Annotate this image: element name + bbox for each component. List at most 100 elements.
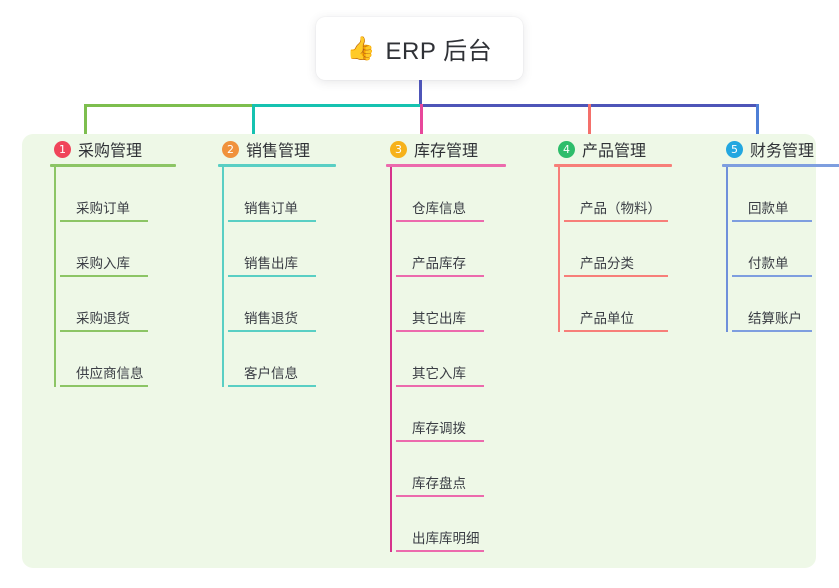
list-item-underline bbox=[396, 330, 484, 332]
list-item-label: 其它入库 bbox=[412, 366, 466, 381]
list-item[interactable]: 其它入库 bbox=[390, 332, 542, 387]
column-underline-sales bbox=[218, 164, 336, 167]
column-spine-finance bbox=[726, 167, 728, 332]
list-item-underline bbox=[396, 550, 484, 552]
list-item[interactable]: 产品（物料） bbox=[558, 167, 710, 222]
root-node-card[interactable]: 👍 ERP 后台 bbox=[316, 17, 523, 80]
list-item[interactable]: 产品分类 bbox=[558, 222, 710, 277]
column-spine-sales bbox=[222, 167, 224, 387]
list-item-label: 采购退货 bbox=[76, 311, 130, 326]
list-item-label: 采购入库 bbox=[76, 256, 130, 271]
column-title-product: 产品管理 bbox=[582, 143, 647, 160]
list-item-underline bbox=[396, 385, 484, 387]
list-item[interactable]: 销售退货 bbox=[222, 277, 374, 332]
list-item[interactable]: 采购退货 bbox=[54, 277, 206, 332]
column-underline-inventory bbox=[386, 164, 506, 167]
list-item-underline bbox=[564, 330, 668, 332]
list-item-label: 库存调拨 bbox=[412, 421, 466, 436]
column-spine-product bbox=[558, 167, 560, 332]
list-item-underline bbox=[396, 275, 484, 277]
column-header-purchase[interactable]: 1 采购管理 bbox=[38, 134, 206, 164]
column-spine-inventory bbox=[390, 167, 392, 552]
list-item[interactable]: 供应商信息 bbox=[54, 332, 206, 387]
connector-root-stem bbox=[419, 80, 422, 106]
list-item[interactable]: 产品单位 bbox=[558, 277, 710, 332]
list-item[interactable]: 仓库信息 bbox=[390, 167, 542, 222]
list-item-label: 销售订单 bbox=[244, 201, 298, 216]
column-items-purchase: 采购订单采购入库采购退货供应商信息 bbox=[38, 167, 206, 387]
column-spine-purchase bbox=[54, 167, 56, 387]
list-item[interactable]: 结算账户 bbox=[726, 277, 839, 332]
list-item[interactable]: 产品库存 bbox=[390, 222, 542, 277]
list-item-label: 产品分类 bbox=[580, 256, 634, 271]
list-item[interactable]: 出库库明细 bbox=[390, 497, 542, 552]
number-badge-icon: 4 bbox=[558, 140, 575, 158]
connector-drop-purchase bbox=[84, 104, 87, 137]
column-title-sales: 销售管理 bbox=[246, 143, 311, 160]
connector-drop-finance bbox=[756, 104, 759, 137]
connector-segment-purchase bbox=[84, 104, 252, 107]
list-item-label: 结算账户 bbox=[748, 311, 802, 326]
list-item-label: 销售出库 bbox=[244, 256, 298, 271]
column-title-purchase: 采购管理 bbox=[78, 143, 143, 160]
list-item-label: 付款单 bbox=[748, 256, 789, 271]
number-badge-icon: 1 bbox=[54, 140, 71, 158]
connector-segment-sales bbox=[252, 104, 420, 107]
number-badge-icon: 3 bbox=[390, 140, 407, 158]
list-item-underline bbox=[396, 220, 484, 222]
list-item[interactable]: 采购订单 bbox=[54, 167, 206, 222]
column-header-inventory[interactable]: 3 库存管理 bbox=[374, 134, 542, 164]
column-product: 4 产品管理产品（物料） 产品分类产品单位 bbox=[542, 134, 710, 332]
column-inventory: 3 库存管理仓库信息产品库存其它出库其它入库库存调拨库存盘点出库库明细 bbox=[374, 134, 542, 552]
column-title-inventory: 库存管理 bbox=[414, 143, 479, 160]
list-item[interactable]: 回款单 bbox=[726, 167, 839, 222]
list-item-underline bbox=[228, 330, 316, 332]
list-item[interactable]: 付款单 bbox=[726, 222, 839, 277]
column-underline-product bbox=[554, 164, 672, 167]
list-item-label: 产品（物料） bbox=[580, 201, 661, 216]
list-item[interactable]: 库存调拨 bbox=[390, 387, 542, 442]
connector-drop-product bbox=[588, 104, 591, 137]
column-items-product: 产品（物料） 产品分类产品单位 bbox=[542, 167, 710, 332]
list-item-underline bbox=[564, 275, 668, 277]
list-item-underline bbox=[228, 385, 316, 387]
column-underline-finance bbox=[722, 164, 839, 167]
column-items-inventory: 仓库信息产品库存其它出库其它入库库存调拨库存盘点出库库明细 bbox=[374, 167, 542, 552]
connector-drop-inventory bbox=[420, 104, 423, 137]
list-item-underline bbox=[732, 275, 812, 277]
column-items-finance: 回款单付款单结算账户 bbox=[710, 167, 839, 332]
list-item-underline bbox=[732, 220, 812, 222]
list-item[interactable]: 客户信息 bbox=[222, 332, 374, 387]
list-item-label: 客户信息 bbox=[244, 366, 298, 381]
list-item-label: 仓库信息 bbox=[412, 201, 466, 216]
column-header-product[interactable]: 4 产品管理 bbox=[542, 134, 710, 164]
list-item[interactable]: 销售出库 bbox=[222, 222, 374, 277]
list-item-label: 库存盘点 bbox=[412, 476, 466, 491]
list-item-label: 供应商信息 bbox=[76, 366, 144, 381]
list-item[interactable]: 库存盘点 bbox=[390, 442, 542, 497]
list-item-underline bbox=[732, 330, 812, 332]
column-items-sales: 销售订单销售出库销售退货客户信息 bbox=[206, 167, 374, 387]
page-title: ERP 后台 bbox=[385, 38, 493, 65]
list-item-underline bbox=[396, 495, 484, 497]
list-item-underline bbox=[60, 385, 148, 387]
list-item-underline bbox=[60, 275, 148, 277]
list-item-underline bbox=[564, 220, 668, 222]
list-item[interactable]: 销售订单 bbox=[222, 167, 374, 222]
list-item-label: 产品库存 bbox=[412, 256, 466, 271]
list-item[interactable]: 其它出库 bbox=[390, 277, 542, 332]
list-item-label: 采购订单 bbox=[76, 201, 130, 216]
list-item-label: 产品单位 bbox=[580, 311, 634, 326]
list-item-label: 其它出库 bbox=[412, 311, 466, 326]
list-item[interactable]: 采购入库 bbox=[54, 222, 206, 277]
list-item-underline bbox=[60, 330, 148, 332]
connector-drop-sales bbox=[252, 104, 255, 137]
list-item-underline bbox=[396, 440, 484, 442]
column-purchase: 1 采购管理采购订单采购入库采购退货供应商信息 bbox=[38, 134, 206, 387]
list-item-label: 出库库明细 bbox=[412, 531, 480, 546]
list-item-underline bbox=[228, 275, 316, 277]
